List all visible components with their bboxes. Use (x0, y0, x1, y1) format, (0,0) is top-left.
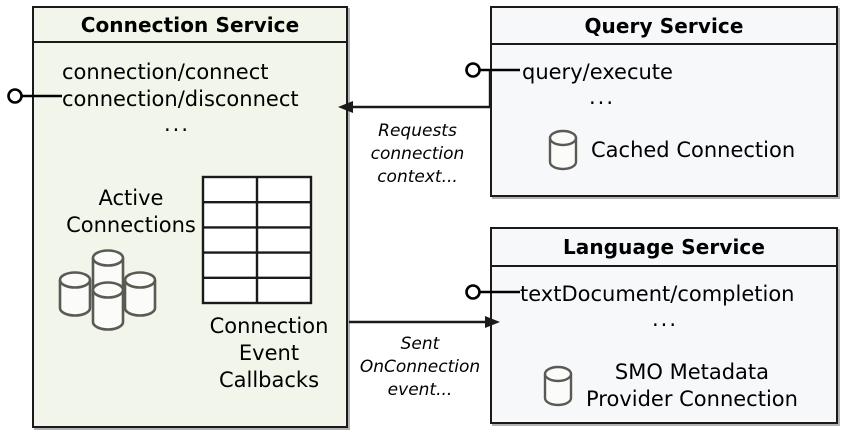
language-service-title: Language Service (492, 229, 836, 267)
sent-onconnection-event-label: Sent OnConnection event... (359, 334, 481, 400)
connection-service-title: Connection Service (34, 8, 346, 43)
language-service-ellipsis: ... (651, 307, 679, 331)
requests-connection-context-label: Requests connection context... (370, 121, 465, 187)
component-connection-service[interactable]: Connection Service connection/connect co… (32, 6, 348, 428)
language-service-lollipop[interactable] (465, 284, 521, 300)
cached-connection-artifact: Cached Connection (547, 129, 795, 171)
query-service-endpoints: query/execute (522, 60, 673, 84)
connection-event-callbacks-label: Connection Event Callbacks (209, 314, 329, 392)
component-query-service[interactable]: Query Service query/execute ... Cached C… (490, 6, 838, 197)
sent-onconnection-event-arrow[interactable] (349, 316, 500, 328)
cached-connection-label: Cached Connection (591, 137, 796, 162)
component-language-service[interactable]: Language Service textDocument/completion… (490, 227, 838, 424)
language-service-endpoints: textDocument/completion (520, 282, 795, 306)
smo-metadata-provider-artifact: SMO Metadata Provider Connection (542, 359, 798, 413)
query-service-title: Query Service (492, 8, 836, 45)
database-icon (543, 365, 573, 407)
connection-service-endpoints: connection/connect connection/disconnect (62, 60, 299, 111)
requests-connection-context-arrow[interactable] (338, 71, 492, 113)
query-service-lollipop[interactable] (465, 62, 521, 78)
query-service-ellipsis: ... (588, 85, 616, 109)
active-connections-label: Active Connections (66, 186, 196, 237)
database-icon (548, 129, 578, 171)
connection-service-lollipop[interactable] (7, 88, 63, 104)
smo-metadata-provider-label: SMO Metadata Provider Connection (586, 360, 798, 411)
connection-service-ellipsis: ... (163, 112, 191, 136)
